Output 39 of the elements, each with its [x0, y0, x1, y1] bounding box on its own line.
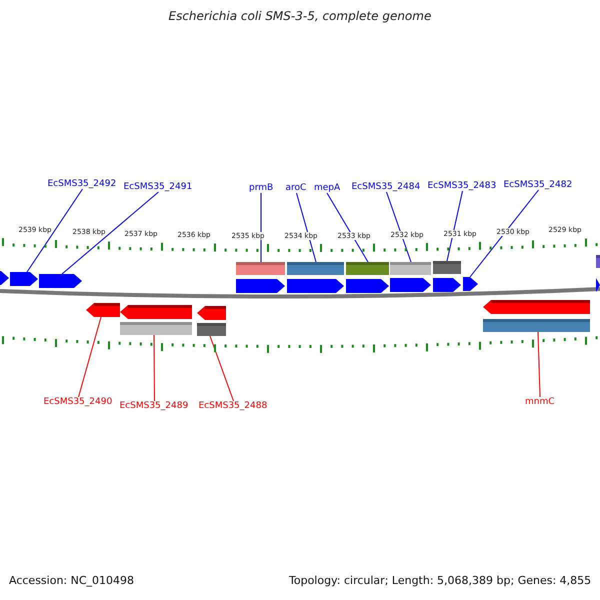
gene-label: prmB — [249, 183, 274, 194]
gene-block — [120, 305, 192, 335]
accession-text: Accession: NC_010498 — [9, 575, 134, 588]
leader-line — [470, 190, 539, 278]
gene-label: EcSMS35_2483 — [428, 181, 496, 192]
leader-line — [78, 316, 102, 398]
gene-label: mepA — [314, 183, 340, 194]
gene-block — [483, 300, 590, 332]
gene-block — [236, 262, 285, 293]
leader-line — [260, 192, 262, 262]
gene-block — [39, 274, 82, 288]
leader-line — [62, 192, 159, 274]
leader-line — [296, 192, 316, 262]
gene-block — [433, 261, 461, 292]
gene-label: EcSMS35_2491 — [124, 182, 192, 192]
leader-line — [26, 188, 83, 272]
title: Escherichia coli SMS-3-5, complete genome — [168, 10, 432, 24]
leader-line — [538, 332, 540, 398]
gene-label: mnmC — [525, 397, 555, 408]
gene-block — [197, 306, 226, 336]
gene-block — [346, 262, 389, 293]
leader-line — [210, 336, 234, 402]
leader-line — [326, 192, 368, 262]
gene-block — [86, 303, 120, 317]
gene-label: EcSMS35_2489 — [120, 401, 188, 412]
leader-line — [154, 334, 155, 402]
gene-label: aroC — [286, 183, 306, 194]
leader-line — [386, 192, 412, 262]
gene-block — [390, 262, 431, 292]
gene-label: EcSMS35_2492 — [48, 179, 116, 190]
gene-label: EcSMS35_2488 — [198, 401, 268, 412]
gene-block — [596, 255, 600, 292]
gene-block — [463, 277, 478, 291]
gene-label: EcSMS35_2484 — [352, 182, 420, 192]
gene-label: EcSMS35_2482 — [504, 180, 572, 190]
topology-text: Topology: circular; Length: 5,068,389 bp; Genes: 4,855 — [289, 575, 592, 588]
leader-line — [446, 190, 463, 262]
gene-label: EcSMS35_2490 — [44, 397, 112, 408]
gene-block — [287, 262, 344, 293]
